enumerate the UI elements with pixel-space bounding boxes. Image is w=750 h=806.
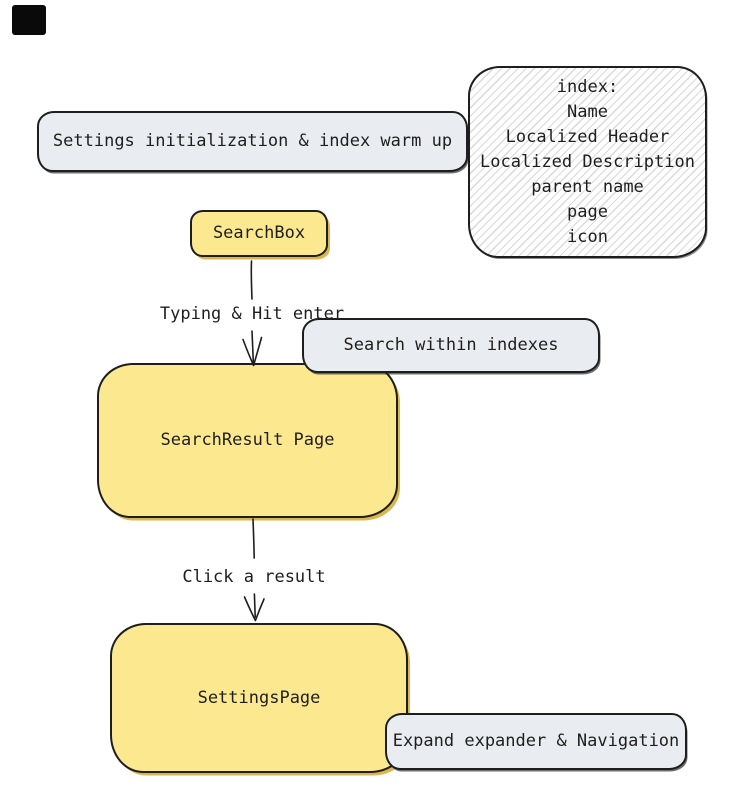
index-note-line: icon: [567, 226, 608, 247]
node-search-within-indexes-label: Search within indexes: [343, 335, 559, 355]
node-searchresult-page-label: SearchResult Page: [160, 430, 335, 450]
index-note-line: parent name: [531, 176, 644, 197]
node-searchresult-page: SearchResult Page: [97, 363, 398, 518]
node-index-note: index: Name Localized Header Localized D…: [468, 66, 707, 258]
node-settingspage: SettingsPage: [110, 623, 408, 773]
index-note-line: Name: [567, 101, 608, 122]
node-searchbox-label: SearchBox: [212, 223, 306, 243]
node-searchbox: SearchBox: [190, 210, 328, 257]
corner-marker: [12, 5, 46, 35]
edge-label-click: Click a result: [182, 567, 326, 587]
node-settings-initialization: Settings initialization & index warm up: [37, 111, 468, 172]
node-expand-expander-navigation: Expand expander & Navigation: [385, 713, 687, 770]
edge-label-typing: Typing & Hit enter: [159, 304, 345, 324]
node-search-within-indexes: Search within indexes: [302, 318, 600, 373]
node-settings-initialization-label: Settings initialization & index warm up: [52, 131, 453, 151]
index-note-line: index:: [556, 76, 619, 97]
node-expand-expander-navigation-label: Expand expander & Navigation: [392, 731, 680, 751]
index-note-line: page: [567, 201, 608, 222]
node-settingspage-label: SettingsPage: [197, 687, 321, 708]
index-note-line: Localized Description: [480, 151, 695, 172]
index-note-line: Localized Header: [505, 126, 670, 147]
